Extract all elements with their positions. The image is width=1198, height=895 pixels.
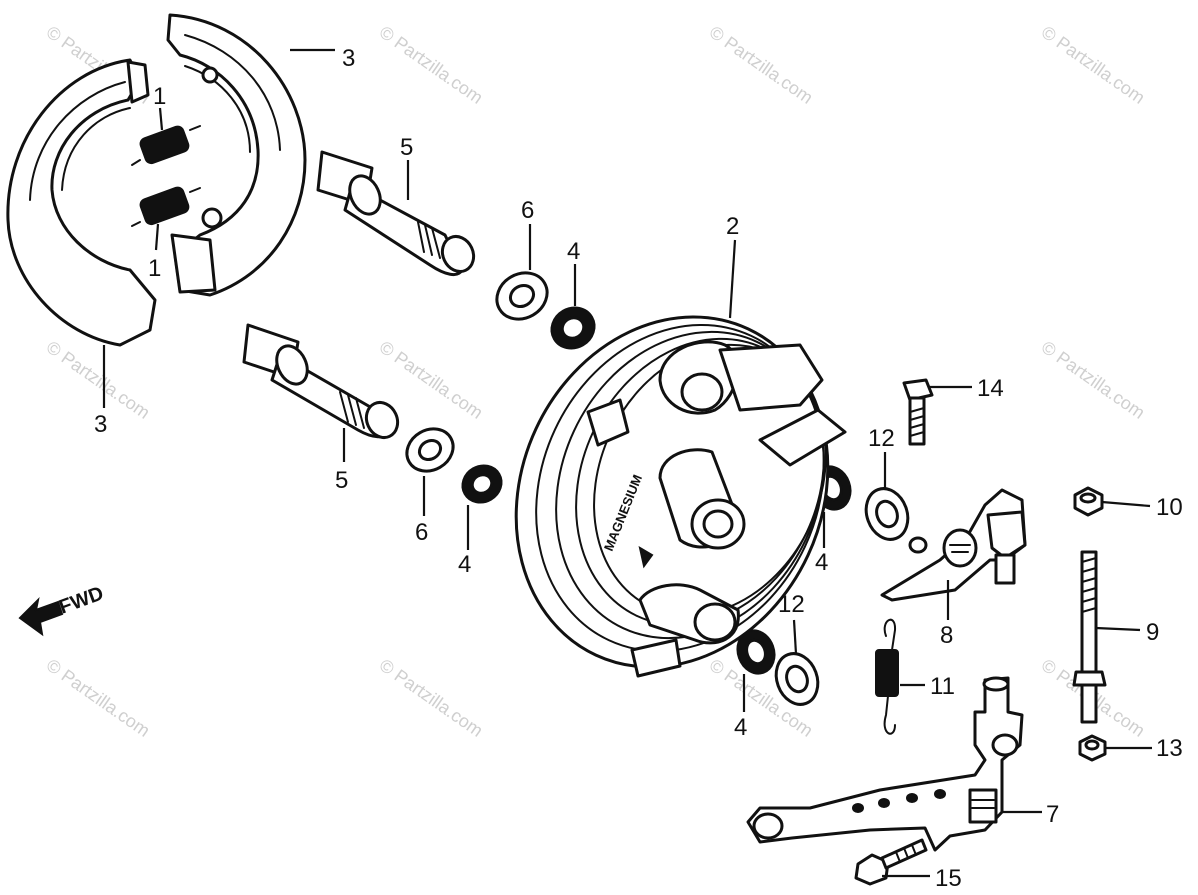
callout-14: 14 bbox=[977, 375, 1004, 402]
watermark-text: © Partzilla.com bbox=[376, 655, 487, 741]
callout-12-lower: 12 bbox=[778, 591, 805, 618]
callout-labels: 1 1 2 3 3 4 4 4 4 5 5 6 6 7 8 9 10 11 12… bbox=[94, 45, 1183, 892]
callout-1-upper: 1 bbox=[153, 83, 166, 110]
callout-12-upper: 12 bbox=[868, 425, 895, 452]
fwd-label: FWD bbox=[56, 582, 106, 618]
callout-7: 7 bbox=[1046, 801, 1059, 828]
brake-cam-lower bbox=[242, 323, 400, 440]
washer-lower bbox=[405, 427, 455, 473]
callout-13: 13 bbox=[1156, 735, 1183, 762]
callout-3-upper: 3 bbox=[342, 45, 355, 72]
callout-4-panel-lower: 4 bbox=[734, 714, 747, 741]
forward-direction-arrow: FWD bbox=[18, 582, 107, 637]
washer-lower-panel bbox=[774, 652, 820, 706]
callout-11: 11 bbox=[930, 673, 955, 700]
return-spring bbox=[875, 618, 899, 735]
watermark-text: © Partzilla.com bbox=[376, 22, 487, 108]
brake-rod bbox=[1072, 550, 1107, 724]
callout-9: 9 bbox=[1146, 619, 1159, 646]
callout-4-panel-right: 4 bbox=[815, 549, 828, 576]
watermark-text: © Partzilla.com bbox=[706, 22, 817, 108]
callout-1-lower: 1 bbox=[148, 255, 161, 282]
flange-bolt-14 bbox=[902, 378, 934, 446]
brake-panel: MAGNESIUM bbox=[514, 315, 847, 678]
watermark-text: © Partzilla.com bbox=[1038, 337, 1149, 423]
pivot-bolt-15 bbox=[854, 838, 928, 886]
brake-arm bbox=[880, 488, 1027, 602]
brake-shoe-left bbox=[6, 58, 157, 347]
nut-10 bbox=[1073, 486, 1104, 517]
washer-upper bbox=[495, 271, 549, 321]
callout-15: 15 bbox=[935, 865, 962, 892]
callout-10: 10 bbox=[1156, 494, 1183, 521]
shoe-spring-upper bbox=[131, 125, 201, 166]
callout-5-lower: 5 bbox=[335, 467, 348, 494]
callout-8: 8 bbox=[940, 622, 953, 649]
seal-lower-cam bbox=[461, 464, 503, 504]
nut-13 bbox=[1078, 734, 1107, 762]
callout-5-upper: 5 bbox=[400, 134, 413, 161]
watermark-text: © Partzilla.com bbox=[1038, 22, 1149, 108]
seal-upper-cam bbox=[550, 306, 596, 350]
callout-4-upper-cam: 4 bbox=[567, 238, 580, 265]
callout-3-lower: 3 bbox=[94, 411, 107, 438]
washer-arm bbox=[864, 487, 910, 541]
brake-shoe-right bbox=[166, 13, 307, 297]
watermark-text: © Partzilla.com bbox=[43, 337, 154, 423]
callout-6-upper: 6 bbox=[521, 197, 534, 224]
callout-2: 2 bbox=[726, 213, 739, 240]
watermark-text: © Partzilla.com bbox=[43, 655, 154, 741]
brake-pedal bbox=[746, 676, 1024, 852]
brake-cam-upper bbox=[316, 150, 476, 277]
leader-lines bbox=[102, 48, 1152, 878]
seal-panel-lower bbox=[736, 629, 776, 675]
shoe-spring-lower bbox=[131, 186, 201, 227]
callout-6-lower: 6 bbox=[415, 519, 428, 546]
callout-4-lower-cam: 4 bbox=[458, 551, 471, 578]
